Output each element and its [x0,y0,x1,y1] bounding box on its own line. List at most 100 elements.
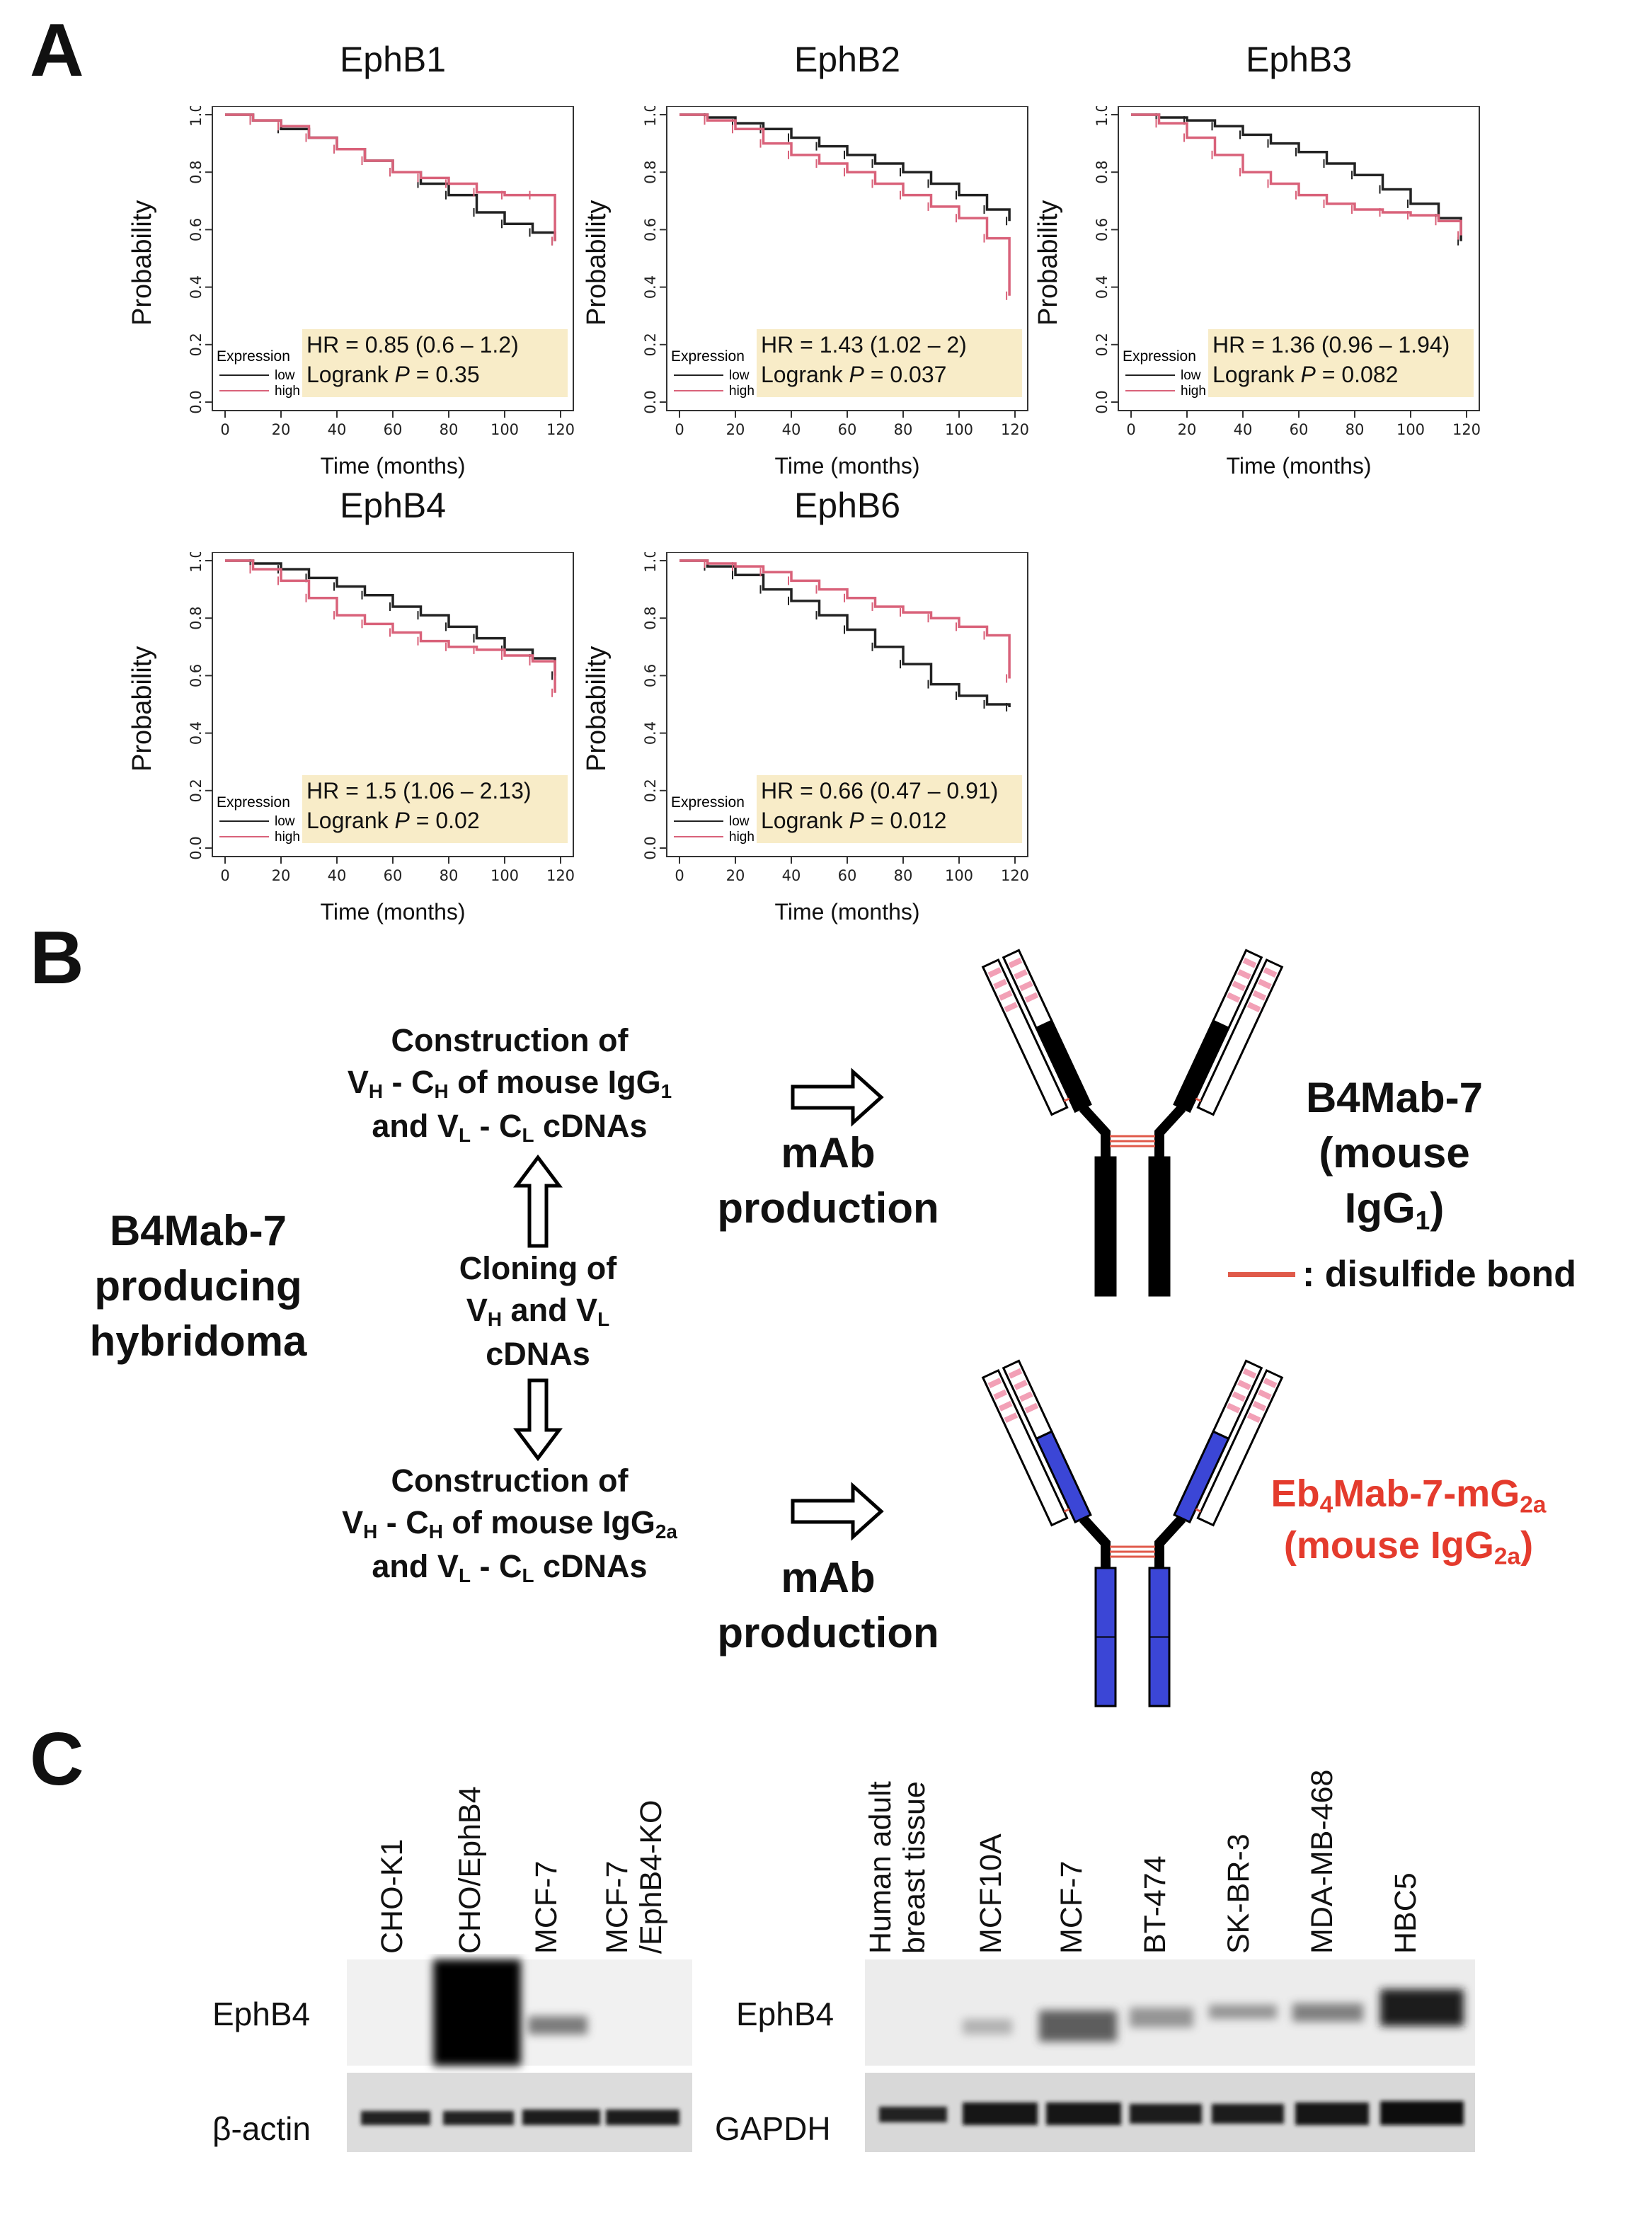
band-gapdh-5 [1212,2104,1284,2124]
cdr-stripe [1019,1391,1033,1402]
x-tick-label: 40 [782,421,801,438]
cdr-stripe [1258,1389,1272,1400]
hr-box-ephb4: HR = 1.5 (1.06 – 2.13)Logrank P = 0.02 [302,775,568,843]
legend-label-high: high [1181,384,1206,399]
cdr-stripe [1024,992,1039,1003]
row-label-gapdh: GAPDH [715,2110,831,2147]
x-axis-label-ephb6: Time (months) [774,899,920,925]
x-tick-label: 0 [1126,421,1135,438]
band-mcf7-r [1039,2010,1117,2042]
top-construct-text: Construction of VH - CH of mouse IgG1 an… [297,1019,722,1149]
igg1-antibody-name: B4Mab-7 (mouse IgG1) [1288,1070,1501,1237]
band-actin-2 [443,2111,514,2125]
legend-title: Expression [671,794,745,811]
cdr-stripe [1252,1400,1267,1412]
cdr-stripe [998,990,1013,1001]
y-tick-label: 0.2 [188,779,205,802]
cdr-stripe [1263,967,1278,978]
disulfide-legend-label: : disulfide bond [1302,1254,1577,1295]
cdr-stripe [993,978,1007,990]
lane-label-mcf7: MCF-7 [529,1860,563,1954]
x-tick-label: 120 [546,421,575,438]
hazard-ratio: HR = 1.5 (1.06 – 2.13) [306,778,532,803]
lane-label-mcf7-ko-line2: /EphB4-KO [634,1799,669,1955]
band-actin-4 [606,2110,679,2125]
row-label-ephb4-right: EphB4 [736,1996,834,2032]
y-tick-label: 0.6 [1094,218,1111,241]
igg2a-name-line1: Eb4Mab-7-mG2a [1270,1472,1547,1518]
lane-label-skbr3: SK-BR-3 [1222,1833,1256,1954]
x-tick-label: 60 [384,421,403,438]
y-axis-label-ephb6: Probability [582,646,612,772]
cdr-stripe [1226,992,1241,1003]
arrow-right-top-icon [791,1068,884,1127]
x-axis-label-ephb3: Time (months) [1226,453,1372,479]
y-axis-label-ephb1: Probability [127,200,157,326]
cdr-stripe [1232,1391,1246,1402]
y-tick-label: 0.6 [188,664,205,687]
lane-label-bt474: BT-474 [1138,1855,1172,1954]
mab-top-line1: mAb [781,1129,876,1177]
lane-label-mdamb468: MDA-MB-468 [1305,1769,1339,1954]
band-actin-1 [361,2111,430,2125]
panel-c-letter: C [30,1717,84,1801]
band-cho-ephb4 [433,1959,521,2066]
heavy-chain-vh [1002,1359,1053,1441]
y-tick-label: 1.0 [1094,106,1111,127]
x-tick-label: 60 [838,867,857,884]
y-tick-label: 0.6 [188,218,205,241]
legend-label-low: low [275,368,295,383]
igg1-name-line2: (mouse [1319,1129,1470,1177]
bottom-construct-line2: VH - CH of mouse IgG2a [342,1504,677,1543]
band-gapdh-7 [1380,2101,1464,2125]
x-axis-label-ephb2: Time (months) [774,453,920,479]
legend-title: Expression [217,794,290,811]
cdr-stripe [1004,1412,1019,1424]
x-tick-label: 40 [782,867,801,884]
hinge-left [1079,1515,1111,1568]
band-bt474 [1130,2008,1193,2027]
hazard-ratio: HR = 1.43 (1.02 – 2) [761,332,967,357]
heavy-chain-vh [1002,949,1053,1030]
row-label-bactin: β-actin [212,2110,311,2147]
band-hbc5 [1380,1989,1464,2026]
x-tick-label: 100 [945,867,973,884]
legend-label-low: low [729,814,750,829]
x-tick-label: 20 [272,867,291,884]
y-tick-label: 0.2 [642,333,659,356]
survival-curve-low [679,559,1011,708]
heavy-chain-vh [1212,1359,1263,1441]
hr-box-ephb6: HR = 0.66 (0.47 – 0.91)Logrank P = 0.012 [757,775,1022,843]
cdr-stripe [1008,957,1023,968]
hybridoma-line3: hybridoma [89,1317,307,1365]
band-actin-3 [522,2110,600,2125]
lane-label-human-line2: breast tissue [897,1781,932,1954]
blot-ephb4-right [865,1959,1475,2066]
x-tick-label: 20 [726,867,745,884]
arrow-down-icon [513,1378,563,1462]
y-tick-label: 0.4 [642,275,659,299]
disulfide-legend-swatch [1228,1272,1295,1277]
legend-label-low: low [1181,368,1201,383]
chart-title-ephb2: EphB2 [793,40,901,79]
igg1-antibody-icon [981,949,1284,1297]
cdr-stripe [1232,980,1246,992]
y-tick-label: 0.8 [642,606,659,629]
y-tick-label: 1.0 [642,106,659,127]
x-axis-label-ephb1: Time (months) [320,453,466,479]
cdr-stripe [1008,1368,1023,1379]
y-tick-label: 0.0 [642,390,659,413]
lane-label-mcf7-ko: MCF-7 /EphB4-KO [600,1800,668,1955]
lane-label-mcf7-ko-line1: MCF-7 [600,1860,634,1954]
band-gapdh-1 [879,2107,947,2122]
legend-label-high: high [275,384,300,399]
arrow-up-icon [513,1154,563,1248]
bottom-construct-text: Construction of VH - CH of mouse IgG2a a… [297,1460,722,1589]
x-tick-label: 80 [440,421,459,438]
logrank-p: Logrank P = 0.35 [306,361,480,387]
band-mcf10a [963,2019,1012,2034]
y-tick-label: 0.8 [642,160,659,183]
logrank-p: Logrank P = 0.012 [761,807,947,833]
lane-label-cho-ephb4: CHO/EphB4 [453,1786,487,1954]
y-tick-label: 0.2 [642,779,659,802]
